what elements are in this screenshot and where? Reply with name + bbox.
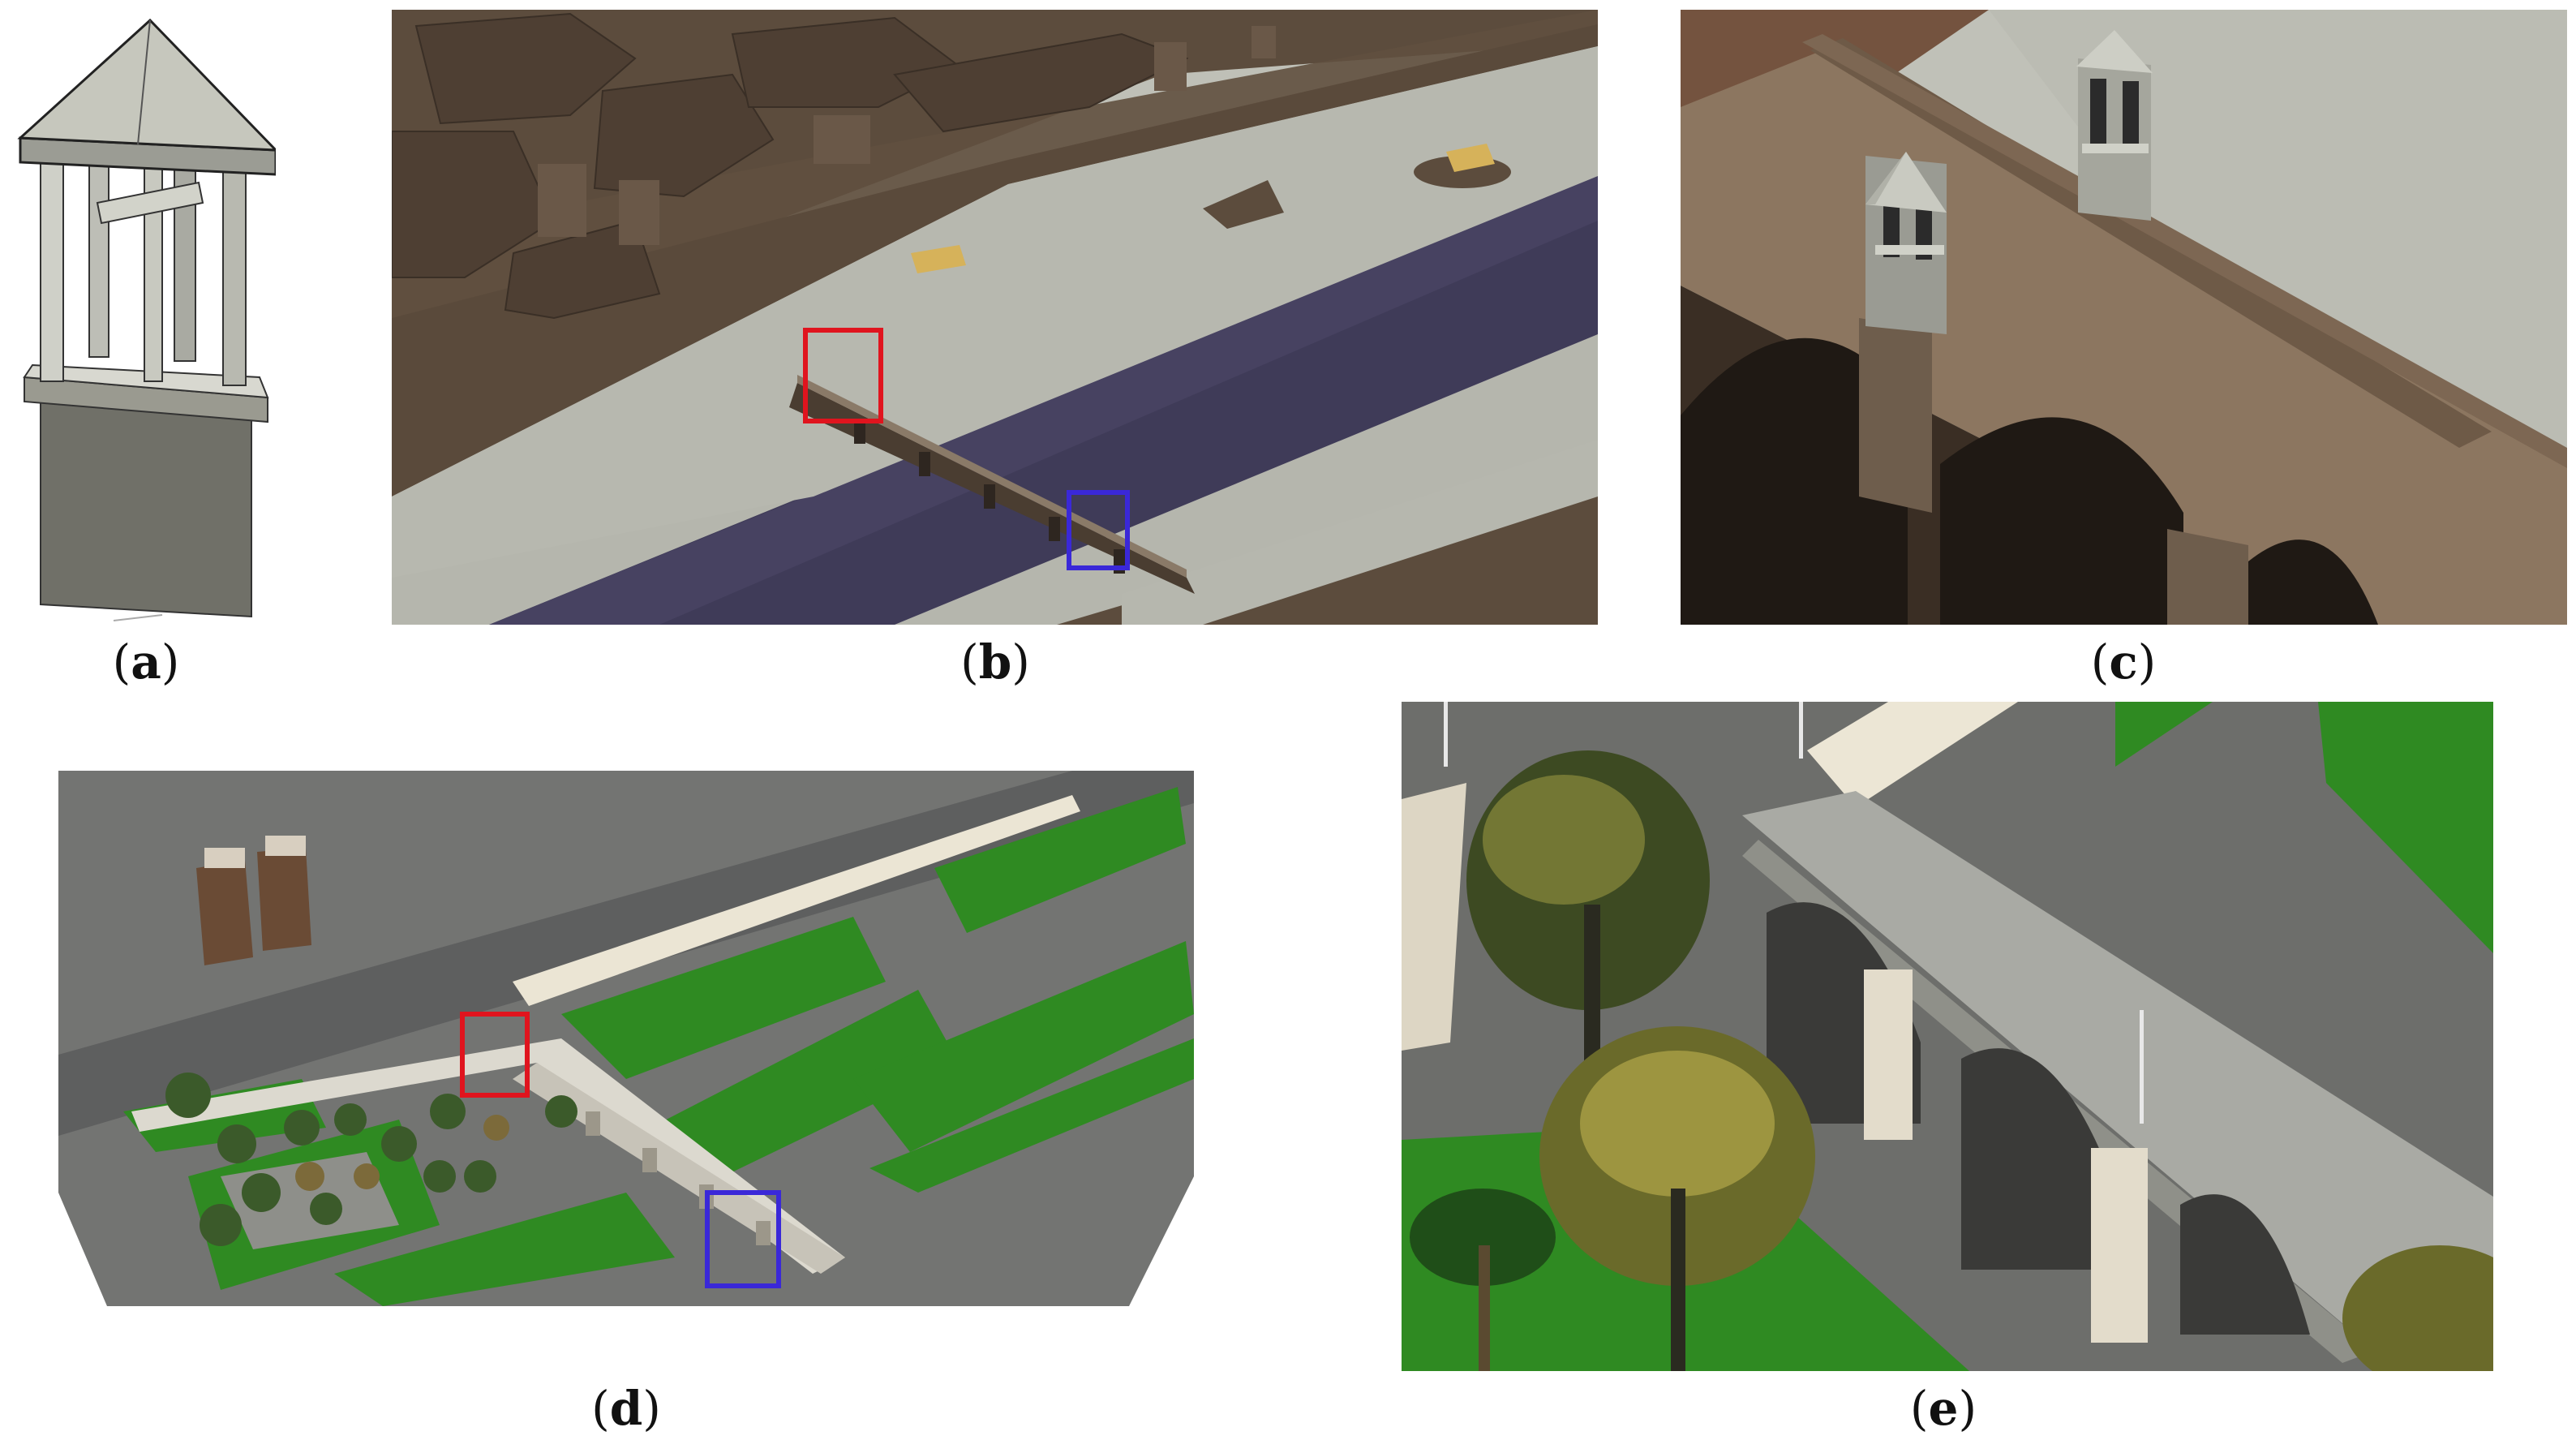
highlight-blue-box <box>705 1190 781 1288</box>
site-massing-illustration <box>392 10 1598 625</box>
panel-b-site-massing <box>392 10 1598 625</box>
tower-illustration <box>17 18 276 621</box>
panel-a-tower-model <box>16 16 276 625</box>
panel-d-landscape-render <box>58 771 1194 1306</box>
highlight-blue-box <box>1067 490 1130 570</box>
panel-e-bridge-render <box>1402 702 2493 1371</box>
highlight-red-box <box>460 1012 530 1098</box>
caption-e: (e) <box>1909 1381 1977 1436</box>
caption-c: (c) <box>2090 634 2157 690</box>
caption-a: (a) <box>112 634 180 690</box>
bridge-detail-illustration <box>1681 10 2567 625</box>
caption-b: (b) <box>960 634 1030 690</box>
bridge-render-illustration <box>1402 702 2493 1371</box>
caption-d: (d) <box>591 1381 661 1436</box>
panel-c-bridge-detail <box>1681 10 2567 625</box>
highlight-red-box <box>803 328 883 423</box>
landscape-render-illustration <box>58 771 1194 1306</box>
